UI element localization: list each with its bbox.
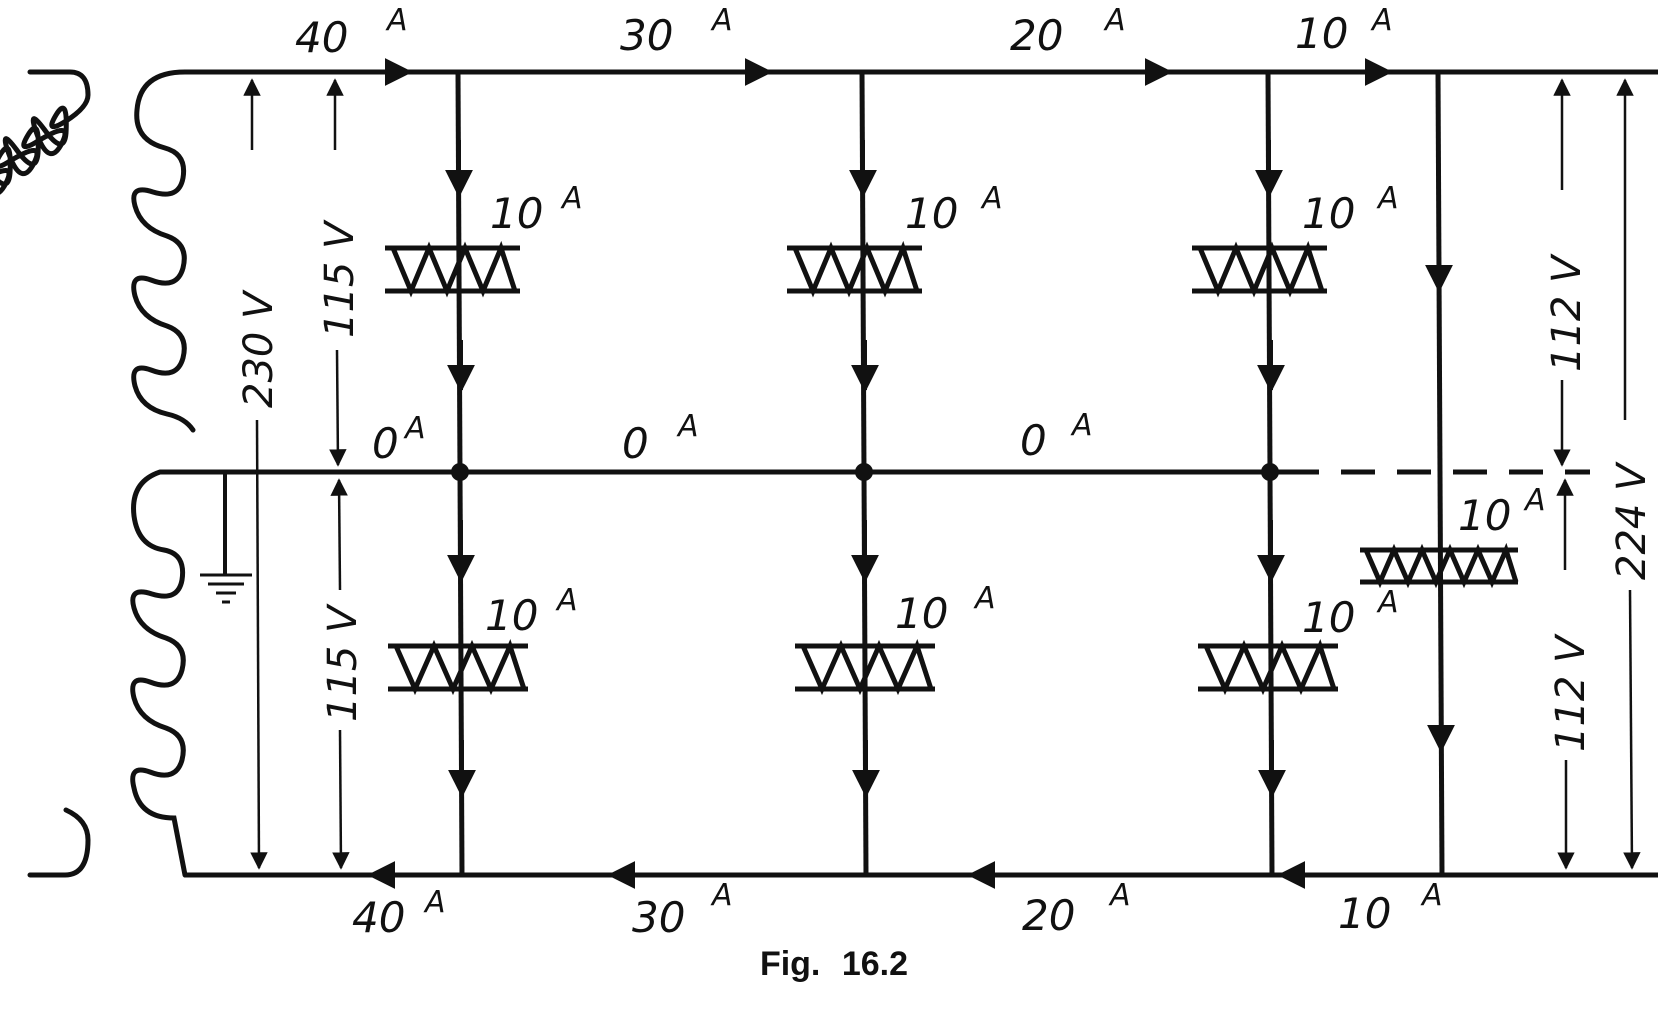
primary-winding	[0, 69, 91, 878]
series-load-current-label: 10	[1458, 491, 1511, 540]
load-current-label: 10	[485, 591, 538, 640]
top-current-label: 10	[1295, 9, 1348, 58]
caption-number: 16.2	[841, 945, 909, 983]
load-current-unit: A	[555, 583, 578, 618]
lamp-load	[388, 639, 528, 696]
dim-115v-lower-top	[330, 478, 348, 591]
upper-load-current-labels: 10 A 10 A 10 A	[490, 181, 1399, 238]
load-current-label: 10	[905, 189, 958, 238]
lamp-load	[1198, 639, 1338, 696]
ground-symbol	[200, 573, 252, 604]
junction-dot	[855, 463, 873, 481]
junction-dot	[451, 463, 469, 481]
bottom-current-unit: A	[710, 878, 733, 913]
branch-4	[1435, 71, 1445, 876]
bottom-current-label: 40	[352, 893, 405, 942]
bottom-current-label: 10	[1338, 889, 1391, 938]
voltage-label-112v-lower: 112 V	[1548, 633, 1594, 752]
load-current-unit: A	[1376, 181, 1399, 216]
top-current-unit: A	[1370, 3, 1393, 38]
neutral-current-label: 0	[622, 419, 649, 468]
load-current-unit: A	[560, 181, 583, 216]
neutral-current-unit: A	[403, 411, 426, 446]
lamp-load	[385, 240, 520, 298]
dim-115v-lower-bottom	[332, 729, 350, 870]
neutral-current-unit: A	[676, 409, 699, 444]
top-current-unit: A	[385, 3, 408, 38]
load-current-unit: A	[973, 581, 996, 616]
dim-230v-bottom	[250, 419, 268, 870]
top-current-label: 30	[620, 11, 673, 60]
neutral-current-label: 0	[1020, 416, 1047, 465]
voltage-label-115v-upper: 115 V	[317, 219, 363, 338]
top-current-labels: 40 A 30 A 20 A 10 A	[295, 3, 1393, 62]
bottom-current-label: 20	[1022, 891, 1075, 940]
junction-dot	[1261, 463, 1279, 481]
secondary-winding	[130, 69, 196, 878]
series-load-current-unit: A	[1523, 483, 1546, 518]
bottom-current-label: 30	[632, 893, 685, 942]
load-current-label: 10	[1302, 189, 1355, 238]
neutral-current-unit: A	[1070, 408, 1093, 443]
top-current-label: 40	[295, 13, 348, 62]
bottom-current-labels: 40 A 30 A 20 A 10 A	[352, 878, 1443, 942]
lamp-load	[787, 240, 922, 298]
dim-224v-bottom	[1623, 589, 1641, 870]
neutral-current-label: 0	[372, 419, 399, 468]
load-current-label: 10	[895, 589, 948, 638]
voltage-label-230v: 230 V	[236, 289, 282, 408]
lower-load-current-labels: 10 A 10 A 10 A	[485, 581, 1399, 642]
load-current-label: 10	[1302, 593, 1355, 642]
voltage-label-224v: 224 V	[1609, 461, 1655, 580]
bottom-current-unit: A	[423, 885, 446, 920]
lamp-load-series	[1360, 542, 1519, 589]
figure-caption: Fig. 16.2	[0, 945, 1668, 984]
load-current-unit: A	[1376, 585, 1399, 620]
top-current-unit: A	[1103, 3, 1126, 38]
bottom-current-unit: A	[1420, 878, 1443, 913]
dim-115v-upper-bottom	[329, 349, 347, 467]
load-current-label: 10	[490, 189, 543, 238]
voltage-label-112v-upper: 112 V	[1544, 253, 1590, 372]
load-current-unit: A	[980, 181, 1003, 216]
voltage-label-115v-lower: 115 V	[320, 603, 366, 722]
neutral-current-labels: 0 A 0 A 0 A	[372, 408, 1093, 468]
lamp-load	[795, 639, 935, 696]
top-current-label: 20	[1010, 11, 1063, 60]
caption-prefix: Fig.	[759, 945, 821, 983]
lamp-load	[1192, 240, 1327, 298]
top-current-unit: A	[710, 3, 733, 38]
bottom-current-unit: A	[1108, 878, 1131, 913]
